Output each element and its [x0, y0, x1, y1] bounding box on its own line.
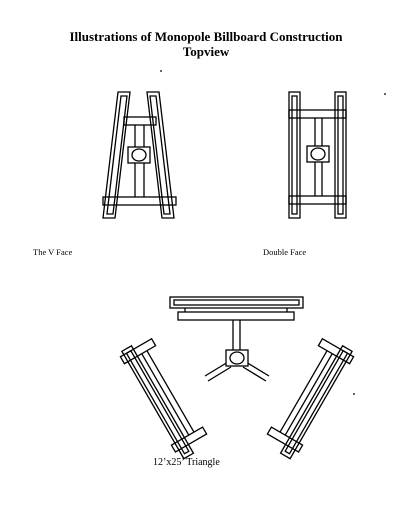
double-left-panel-inner	[291, 95, 298, 215]
v-left-panel-inner	[106, 95, 128, 215]
double-face-diagram	[288, 91, 347, 219]
v-right-panel-inner	[149, 95, 171, 215]
double-right-panel	[334, 91, 347, 219]
double-top-beam	[288, 109, 347, 119]
v-face-diagram	[102, 91, 177, 219]
triangle-diagram	[119, 296, 355, 460]
stray-dot	[384, 93, 386, 95]
v-monopole	[131, 148, 147, 162]
double-face-label: Double Face	[263, 247, 307, 257]
triangle-top-panel-inner	[173, 299, 300, 306]
v-top-beam	[123, 116, 157, 126]
v-face-label: The V Face	[33, 247, 73, 257]
diagram-subtitle: Topview	[182, 44, 230, 59]
double-left-panel	[288, 91, 301, 219]
double-bottom-beam	[288, 195, 347, 205]
triangle-top-beam	[177, 311, 295, 321]
v-bottom-beam	[102, 196, 177, 206]
stray-dot	[160, 70, 162, 72]
triangle-label: 12’x25’ Triangle	[153, 457, 220, 468]
v-left-panel	[102, 91, 131, 219]
triangle-right-arm	[266, 337, 355, 460]
double-monopole	[310, 147, 326, 161]
triangle-left-arm	[119, 337, 208, 460]
v-right-panel	[146, 91, 175, 219]
diagram-title: Illustrations of Monopole Billboard Cons…	[69, 29, 343, 44]
triangle-monopole	[229, 351, 245, 365]
stray-dot	[353, 393, 355, 395]
triangle-top-panel	[169, 296, 304, 309]
double-right-panel-inner	[337, 95, 344, 215]
